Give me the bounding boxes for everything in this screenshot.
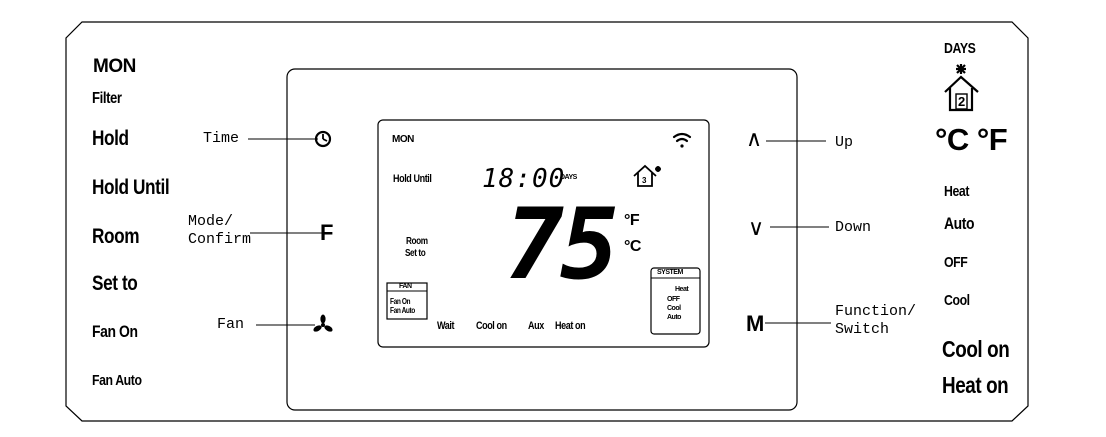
- left-fan-on-label: Fan On: [92, 322, 138, 341]
- right-days-label: DAYS: [944, 40, 976, 57]
- right-auto-label: Auto: [944, 214, 975, 233]
- mode-confirm-button[interactable]: F: [320, 220, 334, 245]
- lcd-fan-box: [386, 282, 428, 320]
- wifi-icon: [672, 132, 692, 148]
- lcd-time: 18:00: [482, 164, 566, 194]
- lcd-unit-c: °C: [624, 238, 641, 255]
- right-cool-label: Cool: [944, 292, 970, 309]
- device-outline: [65, 21, 1029, 422]
- clock-icon: [314, 130, 332, 148]
- days-house-icon: [944, 64, 979, 112]
- left-mon-label: MON: [93, 56, 136, 77]
- lcd-system-title: SYSTEM: [657, 269, 683, 276]
- left-hold-label: Hold: [92, 127, 129, 150]
- right-heat-label: Heat: [944, 183, 970, 200]
- function-switch-button[interactable]: M: [746, 311, 765, 336]
- lcd-unit-f: °F: [624, 212, 640, 229]
- lcd-fan-on: Fan On: [390, 297, 411, 306]
- lcd-days: DAYS: [560, 174, 577, 181]
- function-callout-line2: Switch: [835, 321, 890, 338]
- lcd-system-cool: Cool: [667, 305, 681, 312]
- fan-icon: [313, 314, 333, 332]
- lcd-wait: Wait: [437, 320, 455, 332]
- left-hold-until-label: Hold Until: [92, 176, 170, 199]
- lcd-system-off: OFF: [667, 296, 680, 303]
- lcd-room: Room: [406, 236, 428, 247]
- lcd-temperature: 75: [505, 188, 619, 302]
- display-bezel: [286, 68, 798, 411]
- left-filter-label: Filter: [92, 90, 122, 107]
- lcd-system-auto: Auto: [667, 314, 681, 321]
- lcd-day-number: 3: [642, 176, 646, 185]
- lcd-hold-until: Hold Until: [393, 173, 432, 185]
- down-callout: Down: [835, 219, 872, 236]
- lcd-system-box: [650, 267, 701, 335]
- fan-callout: Fan: [217, 316, 245, 333]
- right-off-label: OFF: [944, 254, 968, 271]
- lcd-mon: MON: [392, 134, 414, 145]
- right-cool-on-label: Cool on: [942, 336, 1010, 362]
- lcd-set-to: Set to: [405, 248, 426, 259]
- lcd-system-heat: Heat: [675, 286, 689, 293]
- mode-callout-line1: Mode/: [188, 213, 234, 230]
- right-temp-units: °C °F: [935, 122, 1008, 157]
- lcd-aux: Aux: [528, 320, 544, 332]
- lcd-fan-auto: Fan Auto: [390, 306, 415, 315]
- up-callout: Up: [835, 134, 854, 151]
- left-set-to-label: Set to: [92, 272, 138, 295]
- down-button[interactable]: ∨: [748, 216, 765, 241]
- time-callout: Time: [203, 130, 240, 147]
- right-day-number: 2: [958, 94, 965, 109]
- lcd-screen: [377, 119, 710, 348]
- fan-button[interactable]: [311, 313, 335, 337]
- left-room-label: Room: [92, 225, 140, 248]
- lcd-heat-on: Heat on: [555, 320, 586, 332]
- lcd-fan-box-title: FAN: [399, 283, 412, 290]
- right-heat-on-label: Heat on: [942, 372, 1009, 398]
- mode-callout-line2: Confirm: [188, 231, 252, 248]
- lcd-house-icon: [633, 164, 661, 187]
- lcd-cool-on: Cool on: [476, 320, 507, 332]
- up-button[interactable]: ∧: [746, 127, 763, 152]
- function-callout-line1: Function/: [835, 303, 917, 320]
- time-button[interactable]: [311, 127, 335, 151]
- left-fan-auto-label: Fan Auto: [92, 372, 142, 389]
